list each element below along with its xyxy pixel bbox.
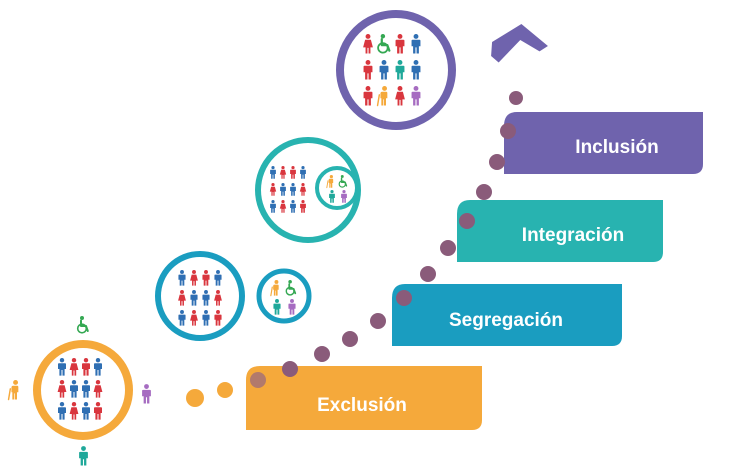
step-integration-label: Integración [522,225,624,246]
path-dot [489,154,505,170]
step-integration: Integración [457,200,663,262]
integration-ring-inner [315,166,359,210]
step-integration-shape [457,200,663,262]
path-dot [370,313,386,329]
path-dot [509,91,523,105]
inclusion-group [336,10,456,130]
exclusion-group [7,314,151,466]
dotted-path [186,91,523,407]
path-dot [314,346,330,362]
step-inclusion-shape [504,112,703,174]
path-dot [420,266,436,282]
path-dot [282,361,298,377]
arrow-up-icon [491,24,548,63]
path-dot [250,372,266,388]
person-icon [79,446,88,466]
path-dot [217,382,233,398]
path-dot [500,123,516,139]
path-dot [459,213,475,229]
path-dot [396,290,412,306]
path-dot [440,240,456,256]
elderly-with-cane-icon [7,379,20,401]
step-segregation-label: Segregación [449,310,563,331]
person-icon [142,384,151,404]
step-inclusion: Inclusión [504,112,703,174]
integration-group [255,137,361,243]
segregation-ring-main [155,251,245,341]
path-dot [342,331,358,347]
segregation-group [155,251,312,341]
step-exclusion-label: Exclusión [317,395,407,416]
step-segregation-shape [392,284,622,346]
step-inclusion-label: Inclusión [575,137,658,158]
path-dot [186,389,204,407]
wheelchair-icon [76,314,89,334]
step-exclusion: Exclusión [246,366,482,430]
path-dot [476,184,492,200]
segregation-ring-small [256,268,312,324]
step-exclusion-shape [246,366,482,430]
step-segregation: Segregación [392,284,622,346]
